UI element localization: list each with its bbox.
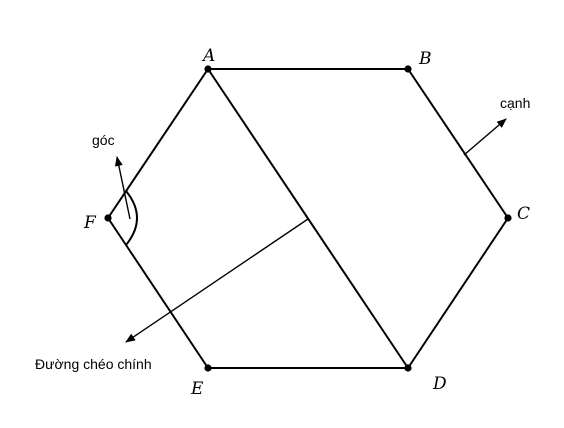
vertex-label-c: C [517, 204, 530, 224]
angle-arrow [114, 156, 131, 220]
side-fa [107, 68, 209, 219]
vertex-label-d: D [432, 374, 447, 394]
diagonal-arrow [125, 218, 309, 343]
vertex-point-d [404, 364, 412, 372]
vertex-label-a: A [201, 46, 215, 66]
angle-label: góc [92, 132, 115, 148]
vertex-point-a [204, 65, 212, 73]
main-diagonal-ad [207, 68, 409, 369]
vertex-point-b [404, 65, 412, 73]
side-arrow [463, 118, 507, 156]
side-cd [407, 217, 509, 369]
angle-arc-f [125, 190, 138, 246]
side-label: cạnh [500, 95, 530, 111]
vertex-point-e [204, 364, 212, 372]
side-ef [107, 217, 209, 369]
vertex-point-c [504, 214, 512, 222]
vertex-point-f [104, 214, 112, 222]
side-bc [407, 68, 509, 219]
vertex-label-e: E [190, 379, 204, 399]
main-diagonal-label: Đường chéo chính [35, 356, 152, 372]
vertex-label-b: B [418, 49, 432, 69]
vertex-label-f: F [83, 213, 97, 233]
